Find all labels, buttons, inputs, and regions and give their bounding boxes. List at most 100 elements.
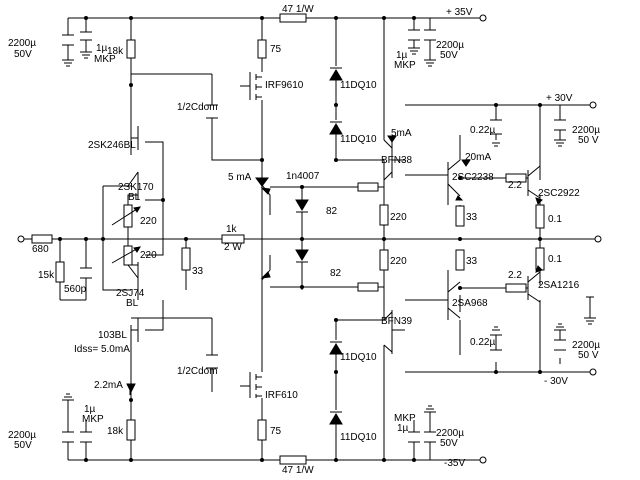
resistor-47-top [279,13,307,23]
label-d-11dq10-a: 11DQ10 [340,80,377,91]
resistor-220-mid-bottom [379,249,389,271]
label-rail-p35: + 35V [446,7,473,18]
resistor-75-top [257,39,267,59]
label-r-680: 680 [32,244,49,255]
label-c-br-mkp: MKP [394,413,416,424]
label-rail-m35: -35V [444,458,465,469]
label-q-2sa968: 2SA968 [452,298,488,309]
resistor-2.2-top [505,173,527,183]
label-r-22-top: 2.2 [508,180,522,191]
label-c-r-50v-bot: 50 V [578,350,599,361]
label-q-bfn39: BFN39 [381,316,413,327]
label-r-220-pot2: 220 [140,250,157,261]
label-c-022-bot: 0.22µ [470,337,495,348]
resistor-1k-2w [221,234,245,244]
label-r-1k: 1k [226,224,238,235]
label-r-18k-bot: 18k [107,426,124,437]
resistor-18k-top [126,39,136,59]
label-d-11dq10-c: 11DQ10 [340,352,377,363]
label-c-br-1u: 1µ [397,423,409,434]
label-r-33-mid: 33 [192,266,204,277]
label-q-2sj74: 2SJ74 [116,288,145,299]
junctions [58,16,543,462]
resistor-18k-bottom [126,419,136,441]
label-c-tr-2200: 2200µ [436,40,464,51]
capacitors [62,29,596,443]
label-rail-m30: - 30V [544,376,568,387]
label-c-r-50v-top: 50 V [578,135,599,146]
label-c-tr-mkp: MKP [394,60,416,71]
label-r-01-bot: 0.1 [548,254,562,265]
label-r-82-top: 82 [326,206,338,217]
label-q-2sa1216: 2SA1216 [538,280,580,291]
resistor-15k [55,261,65,283]
label-c-bl-2200: 2200µ [8,430,36,441]
label-c-022-top: 0.22µ [470,125,495,136]
label-c-half-top: 1/2Cdom [177,102,218,113]
label-r-82-bot: 82 [330,268,342,279]
resistor-33-bottom [455,249,465,271]
label-c-bl-1u: 1µ [84,404,96,415]
resistor-220-mid-top [379,204,389,226]
label-c-tl-mkp: MKP [94,54,116,65]
label-d-11dq10-d: 11DQ10 [340,432,377,443]
label-r-75-bot: 75 [270,426,282,437]
label-r-33-top: 33 [466,212,478,223]
label-c-bl-mkp: MKP [82,414,104,425]
label-r-15k: 15k [38,270,55,281]
label-q-2sk170: 2SK170 [118,182,154,193]
resistors [31,13,545,465]
resistor-2.2-bottom [505,283,527,293]
wires [24,17,596,461]
label-c-half-bot: 1/2Cdom [177,366,218,377]
resistor-33-mid [181,247,191,271]
label-q-2sk170-bl: BL [128,192,141,203]
label-r-33-bot: 33 [466,256,478,267]
label-c-br-50v: 50V [440,438,458,449]
label-i-idss: Idss= 5.0mA [74,344,130,355]
label-q-2sc2922: 2SC2922 [538,188,580,199]
label-rail-p30: + 30V [546,93,573,104]
label-r-220-pot1: 220 [140,216,157,227]
label-i-22ma: 2.2mA [94,380,123,391]
label-d-1n4007: 1n4007 [286,171,320,182]
resistor-82-top [357,182,379,192]
label-r-18k-top: 18k [107,46,124,57]
resistor-0.1-top [535,204,545,229]
terminals [17,14,602,464]
label-q-2sc2238: 2SC2238 [452,172,494,183]
transistors [137,72,541,398]
label-q-103bl: 103BL [98,330,127,341]
potentiometer-220-top [123,204,133,228]
resistor-0.1-bottom [535,247,545,271]
label-c-tr-1u: 1µ [396,50,408,61]
label-c-tl-2200: 2200µ [8,38,36,49]
label-q-irf9610: IRF9610 [265,80,304,91]
label-r-bot-47: 47 1/W [282,465,314,476]
potentiometer-220-bottom [123,245,133,266]
label-c-tl-50v: 50V [14,49,32,60]
label-q-2sk246: 2SK246BL [88,140,136,151]
label-r-220-mid1: 220 [390,212,407,223]
label-q-bfn38: BFN38 [381,155,413,166]
label-c-bl-50v: 50V [14,440,32,451]
label-q-2sj74-bl: BL [126,298,139,309]
resistor-47-bottom [279,455,307,465]
label-r-22-bot: 2.2 [508,270,522,281]
resistor-75-bottom [257,419,267,441]
label-r-220-mid2: 220 [390,256,407,267]
resistor-82-bottom [357,282,379,292]
label-i-20ma: 20mA [465,152,491,163]
label-q-irf610: IRF610 [265,390,298,401]
resistor-680 [31,234,53,244]
label-c-br-2200: 2200µ [436,428,464,439]
label-c-tl-1u: 1µ [96,43,108,54]
label-i-5ma-left: 5 mA [228,172,252,183]
label-c-tr-50v: 50V [440,50,458,61]
label-i-5ma-right: 5mA [391,128,412,139]
label-c-r-2200-top: 2200µ [572,125,600,136]
label-r-01-top: 0.1 [548,214,562,225]
component-labels: 47 1/W 47 1/W + 35V + 30V - 30V -35V 220… [8,4,600,476]
label-r-1k-2w: 2 W [224,242,242,253]
